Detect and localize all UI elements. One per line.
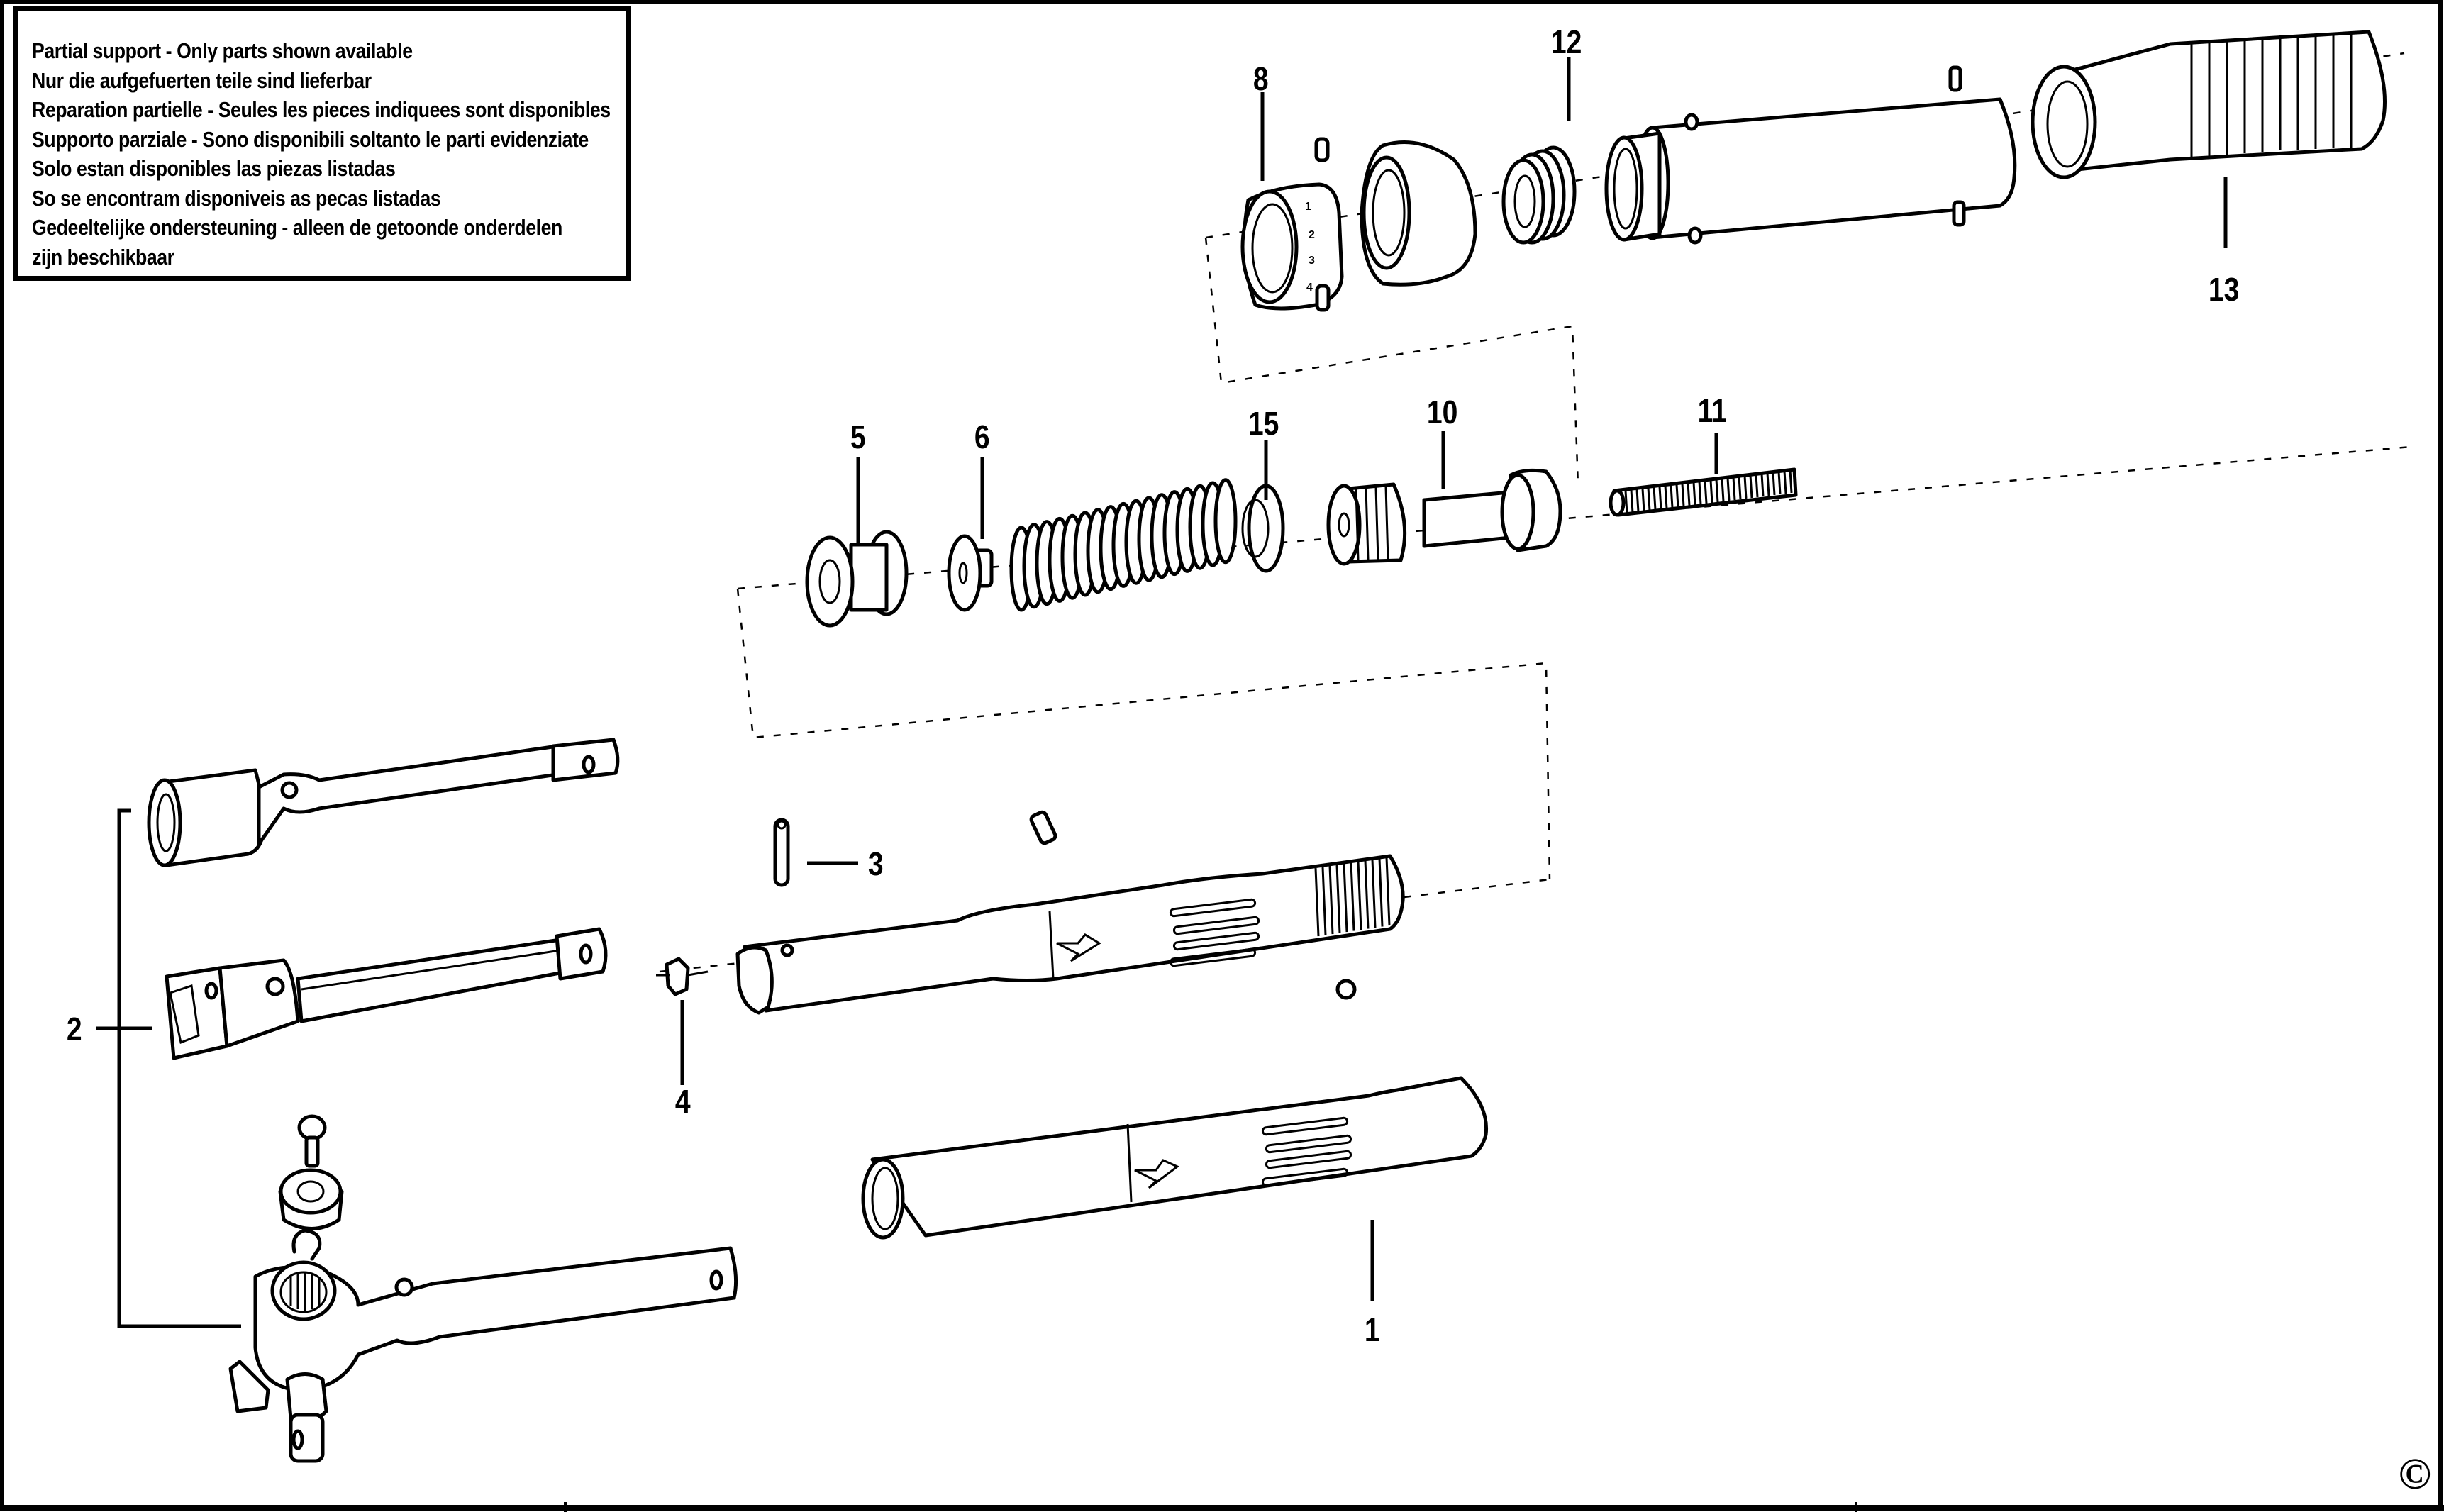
rod-thread [1749,474,1753,499]
tube-thread [1321,867,1327,935]
tube-thread [1335,865,1341,933]
svg-text:4: 4 [1306,282,1313,294]
leader-lines [96,57,2228,1328]
rod-thread [1732,477,1736,501]
part-5-roller[interactable] [805,530,909,628]
rod-thread [1772,472,1776,496]
notice-line-fr: Reparation partielle - Seules les pieces… [32,97,611,122]
notice-line-pt: So se encontram disponiveis as pecas lis… [32,185,441,211]
rod-thread [1704,480,1708,504]
notice-line-it: Supporto parziale - Sono disponibili sol… [32,126,589,152]
rod-thread [1664,485,1668,509]
callout-8[interactable]: 8 [1252,60,1269,97]
part-10-spindle[interactable] [1326,468,1562,566]
part-1-outer-tube[interactable] [861,1076,1489,1240]
notice-line-es: Solo estan disponibles las piezas listad… [32,156,396,181]
inner-torque-tube[interactable] [735,854,1405,1015]
spring-coil [1213,478,1238,565]
part-12-coil-spring[interactable] [1501,145,1577,245]
callout-15[interactable]: 15 [1248,405,1279,442]
dial-scale-marks: 1 2 3 4 [1305,201,1315,294]
rod-thread [1670,484,1674,508]
tube-thread [1314,867,1320,937]
rod-thread [1635,489,1640,513]
rod-thread [1658,486,1662,510]
part-11-threaded-rod[interactable] [1609,467,1798,517]
rod-thread [1777,471,1782,495]
tube-thread [1371,859,1377,928]
tube-thread [1343,863,1348,933]
part-2-socket-head-extension[interactable] [147,738,620,867]
notice-line-nl: Gedeeltelijke ondersteuning - alleen de … [32,215,562,240]
callout-5[interactable]: 5 [850,418,866,455]
rod-thread [1653,487,1657,511]
callout-12[interactable]: 12 [1550,23,1582,60]
part-2-square-drive-extension[interactable] [165,927,608,1060]
rod-thread [1681,483,1685,507]
rod-thread [1715,479,1719,503]
rod-thread [1641,488,1645,512]
rod-thread [1721,478,1725,502]
rod-thread [1743,475,1748,499]
rod-thread [1687,482,1691,506]
callout-1[interactable]: 1 [1364,1311,1380,1348]
set-screw-small[interactable] [1029,810,1057,845]
rod-thread [1692,482,1696,506]
part-3-roll-pin[interactable] [773,818,790,887]
callout-3[interactable]: 3 [867,845,884,882]
rod-thread [1738,476,1742,500]
svg-text:1: 1 [1305,201,1311,213]
part-6-plunger[interactable] [947,534,994,612]
rod-thread [1675,484,1679,508]
tube-thread [1357,861,1362,930]
rod-thread [1709,479,1713,504]
tube-thread [1350,862,1355,931]
adjuster-sleeve[interactable] [1604,65,2017,245]
notice-line-de: Nur die aufgefuerten teile sind lieferba… [32,67,372,93]
tube-thread [1364,860,1370,929]
rod-thread [1789,469,1793,494]
rod-thread [1624,490,1628,514]
main-spring[interactable] [1009,478,1238,612]
bearing-ring[interactable] [1360,140,1477,287]
part-8-dial-collar[interactable]: 1 2 3 4 [1240,137,1344,312]
callout-4[interactable]: 4 [674,1083,691,1120]
part-13-handle-grip[interactable] [2031,30,2387,179]
part-2-ratchet-head[interactable] [228,1114,738,1463]
copyright-mark: © [2398,1450,2431,1499]
rod-thread [1726,477,1731,501]
notice-line-nl-cont: zijn beschikbaar [32,244,174,269]
callout-13[interactable]: 13 [2208,271,2240,308]
tube-thread [1378,858,1384,927]
callout-2[interactable]: 2 [66,1011,82,1047]
part-4-coupling[interactable] [656,957,709,996]
rod-thread [1630,489,1634,513]
steel-ball[interactable] [1335,979,1357,1000]
rod-thread [1647,487,1651,511]
rod-thread [1755,474,1759,498]
callout-6[interactable]: 6 [974,418,990,455]
partial-support-notice: Partial support - Only parts shown avail… [13,6,631,281]
svg-text:2: 2 [1309,229,1315,241]
rod-thread [1783,470,1787,494]
callout-11[interactable]: 11 [1697,392,1727,429]
notice-line-en: Partial support - Only parts shown avail… [32,38,413,63]
callout-10[interactable]: 10 [1426,394,1458,430]
tube-thread [1385,857,1391,926]
svg-text:3: 3 [1309,255,1315,267]
tube-thread [1328,865,1334,935]
rod-thread [1760,473,1765,497]
rod-thread [1698,481,1702,505]
rod-thread [1766,472,1770,496]
part-15-washer[interactable] [1241,484,1285,573]
